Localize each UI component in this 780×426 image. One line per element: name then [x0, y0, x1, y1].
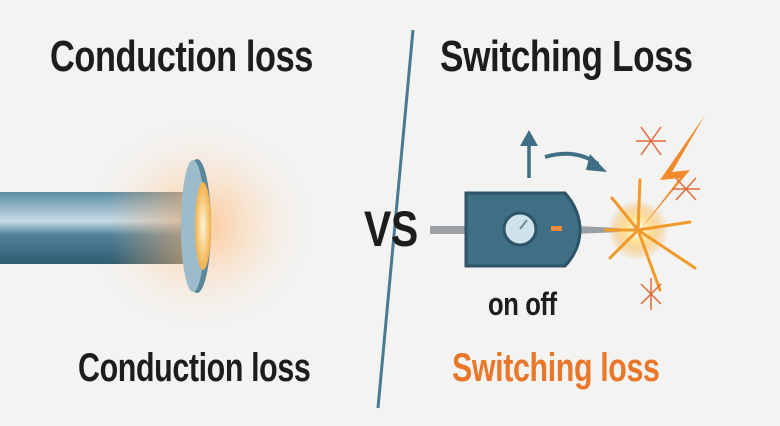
switching-loss-label: Switching loss [452, 346, 660, 390]
switch-icon [430, 191, 620, 268]
spark-icon [603, 115, 705, 310]
glowing-pipe-icon [0, 115, 320, 335]
vs-label: VS [364, 201, 418, 257]
divider-line [376, 29, 415, 409]
conduction-loss-label: Conduction loss [78, 346, 311, 390]
conduction-loss-title: Conduction loss [50, 32, 313, 81]
switching-loss-title: Switching Loss [440, 32, 693, 81]
arrow-up-icon [520, 130, 538, 178]
arrow-curved-right-icon [544, 151, 607, 172]
switch-caption: on off [488, 286, 557, 322]
